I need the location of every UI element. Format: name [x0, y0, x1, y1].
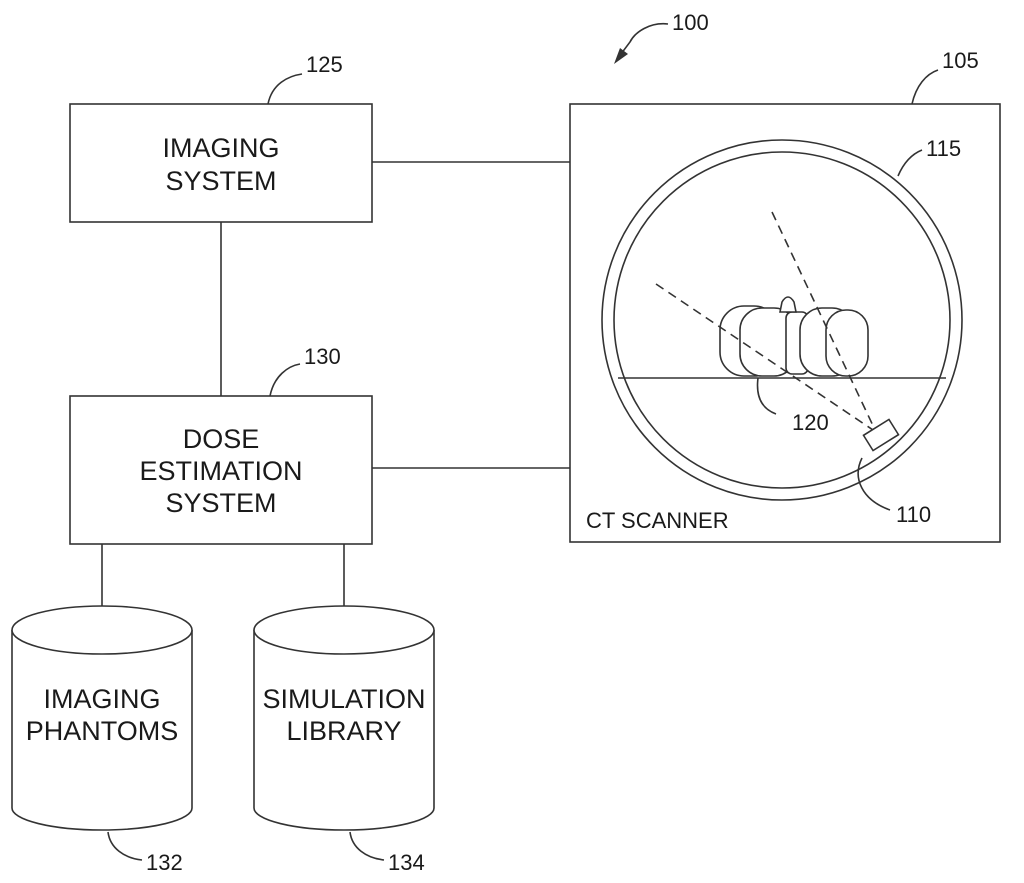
dose-estimation-label-line3: SYSTEM — [165, 488, 276, 518]
ct-scanner-ref-leader — [912, 70, 938, 104]
xray-source-ref: 110 — [896, 502, 931, 527]
imaging-system-label-line1: IMAGING — [162, 133, 279, 163]
simulation-library-label-line1: SIMULATION — [262, 684, 425, 714]
imaging-system-label-line2: SYSTEM — [165, 166, 276, 196]
dose-estimation-ref: 130 — [304, 344, 341, 369]
figure-ref-label: 100 — [672, 10, 709, 35]
imaging-system-box — [70, 104, 372, 222]
simulation-library-cylinder-top — [254, 606, 434, 654]
patient-body-right — [826, 310, 868, 376]
dose-estimation-label-line2: ESTIMATION — [139, 456, 302, 486]
gantry-ref: 115 — [926, 136, 961, 161]
simulation-library-database: SIMULATION LIBRARY 134 — [254, 606, 434, 875]
patient-ref: 120 — [792, 410, 829, 435]
figure-ref-group: 100 — [614, 10, 709, 64]
ct-scanner-label: CT SCANNER — [586, 508, 729, 533]
imaging-phantoms-database: IMAGING PHANTOMS 132 — [12, 606, 192, 875]
imaging-system-ref: 125 — [306, 52, 343, 77]
imaging-phantoms-ref-leader — [108, 832, 142, 860]
ct-scanner-ref: 105 — [942, 48, 979, 73]
simulation-library-ref: 134 — [388, 850, 425, 875]
imaging-phantoms-label-line1: IMAGING — [43, 684, 160, 714]
ct-scanner-block: CT SCANNER 105 115 110 120 — [570, 48, 1000, 542]
imaging-system-block: IMAGING SYSTEM 125 — [70, 52, 372, 222]
dose-estimation-ref-leader — [270, 364, 300, 396]
imaging-phantoms-cylinder-top — [12, 606, 192, 654]
imaging-system-ref-leader — [268, 74, 302, 104]
simulation-library-ref-leader — [350, 832, 384, 860]
imaging-phantoms-label-line2: PHANTOMS — [26, 716, 179, 746]
simulation-library-label-line2: LIBRARY — [286, 716, 401, 746]
dose-estimation-label-line1: DOSE — [183, 424, 260, 454]
figure-ref-arrowhead — [614, 48, 628, 64]
imaging-phantoms-ref: 132 — [146, 850, 183, 875]
